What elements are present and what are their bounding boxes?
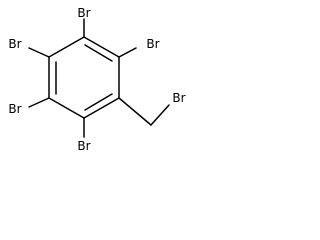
double-bond-inner-c4-c5 bbox=[84, 93, 113, 111]
substituent-bond-lower-left bbox=[28, 97, 50, 108]
atom-label-br-upper-left: Br bbox=[8, 37, 21, 51]
chemical-structure-diagram: Br Br Br Br Br Br bbox=[8, 6, 185, 153]
bond-ring-to-ch2 bbox=[118, 97, 152, 126]
bond-ch2-to-br bbox=[150, 104, 170, 126]
ring-bond-c6-c1 bbox=[83, 36, 120, 58]
atom-label-br-bottom: Br bbox=[77, 139, 90, 153]
atom-label-br-upper-right: Br bbox=[146, 37, 159, 51]
double-bond-inner-c1-c6 bbox=[84, 44, 113, 62]
atom-label-br-lower-left: Br bbox=[8, 102, 21, 116]
bond-group bbox=[28, 18, 170, 138]
atom-label-br-methyl: Br bbox=[172, 91, 185, 105]
substituent-bond-upper-right bbox=[118, 47, 137, 58]
ring-bond-c1-c2 bbox=[48, 36, 85, 58]
atom-label-group: Br Br Br Br Br Br bbox=[8, 6, 185, 153]
ring-bond-c3-c4 bbox=[48, 97, 85, 119]
substituent-bond-upper-left bbox=[28, 47, 50, 58]
ring-bond-c4-c5 bbox=[83, 97, 120, 119]
atom-label-br-top: Br bbox=[77, 6, 90, 20]
